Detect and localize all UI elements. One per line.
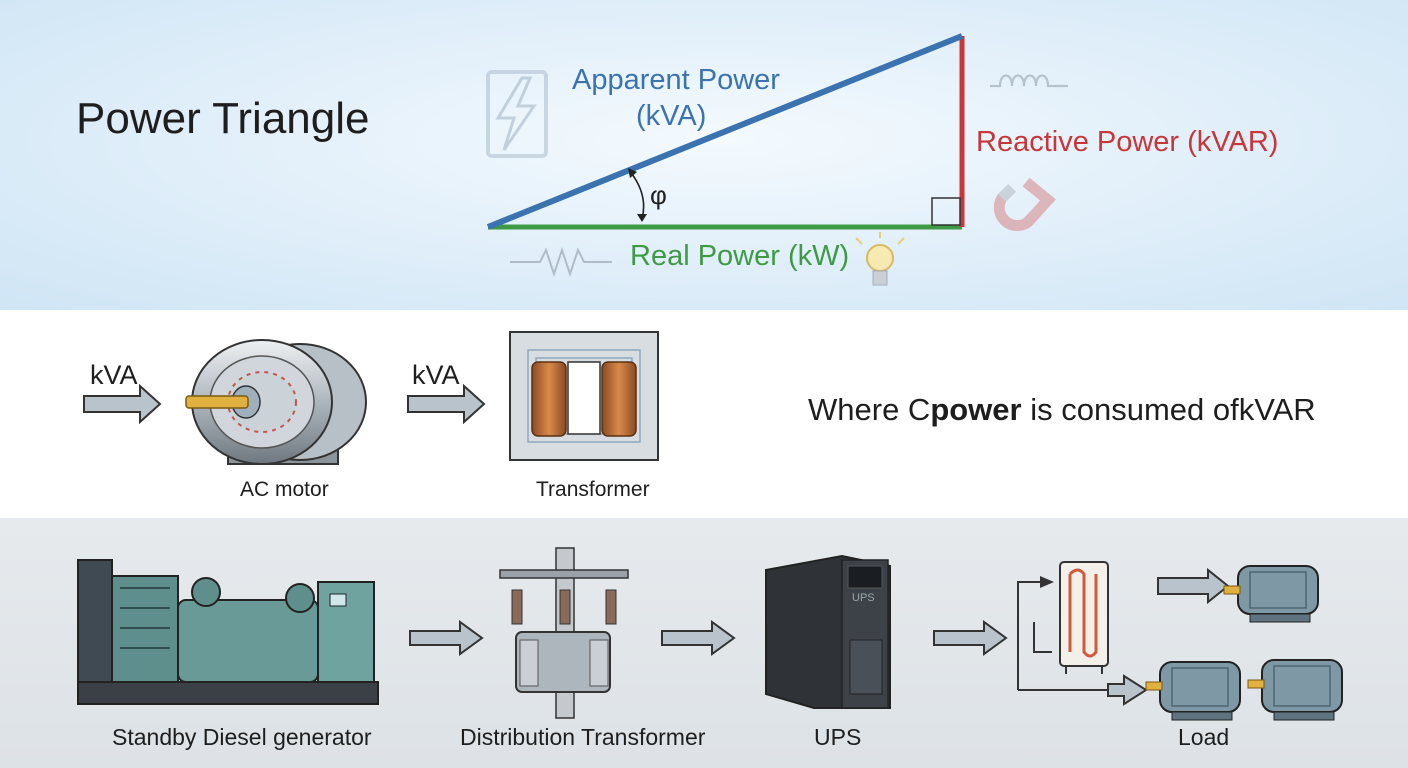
arrow-to-motor-bottom [1107, 674, 1148, 706]
magnet-icon [993, 177, 1056, 231]
ups-badge: UPS [852, 592, 875, 604]
statement-bold: power [930, 392, 1022, 427]
inductor-coil-icon [990, 74, 1068, 88]
input-arrow-motor [83, 383, 162, 425]
arrow-dist-to-ups [661, 620, 736, 656]
power-triangle-panel [0, 0, 1408, 310]
transformer-input-label: kVA [412, 360, 460, 390]
apparent-power-label: Apparent Power [572, 64, 780, 96]
real-power-label: Real Power (kW) [630, 240, 850, 272]
load-label: Load [1178, 724, 1230, 750]
statement-prefix: Where [808, 392, 908, 427]
load-motor-right-icon [1247, 659, 1343, 721]
apparent-power-side [486, 33, 964, 230]
angle-arc [628, 168, 647, 222]
reactive-power-label: Reactive Power (kVAR) [976, 126, 1279, 158]
load-motor-top-icon [1223, 565, 1319, 623]
distribution-transformer-icon [499, 547, 629, 719]
arrow-to-motor-top [1157, 567, 1230, 605]
page-title: Power Triangle [76, 94, 370, 143]
ups-cabinet-icon [765, 554, 891, 709]
transformer-label: Transformer [536, 478, 650, 501]
right-angle-marker [931, 197, 961, 226]
statement-middle: is consumed of [1021, 392, 1239, 427]
ups-label: UPS [814, 724, 862, 750]
reactive-statement: Where Ϲpower is consumed ofkVAR [808, 392, 1316, 428]
arrow-ups-to-load [933, 620, 1008, 656]
ac-motor-label: AC motor [240, 478, 329, 501]
resistor-icon [510, 246, 612, 278]
lightning-icon [486, 70, 548, 158]
arrow-gen-to-dist [409, 620, 484, 656]
distribution-transformer-label: Distribution Transformer [460, 724, 706, 750]
light-bulb-icon [855, 232, 905, 286]
statement-end: kVAR [1238, 392, 1316, 427]
input-arrow-transformer [407, 383, 486, 425]
heater-icon [1059, 561, 1109, 674]
phase-angle-label: φ [650, 180, 667, 210]
apparent-power-unit: (kVA) [636, 100, 707, 132]
power-triangle-diagram [486, 33, 1068, 286]
load-motor-left-icon [1145, 661, 1241, 721]
diesel-generator-icon [77, 559, 379, 705]
motor-input-label: kVA [90, 360, 138, 390]
generator-label: Standby Diesel generator [112, 724, 372, 750]
arrow-to-heater [1040, 576, 1054, 588]
statement-glyph: Ϲ [907, 392, 931, 427]
transformer-icon [509, 331, 659, 461]
ac-motor-icon [185, 339, 367, 465]
